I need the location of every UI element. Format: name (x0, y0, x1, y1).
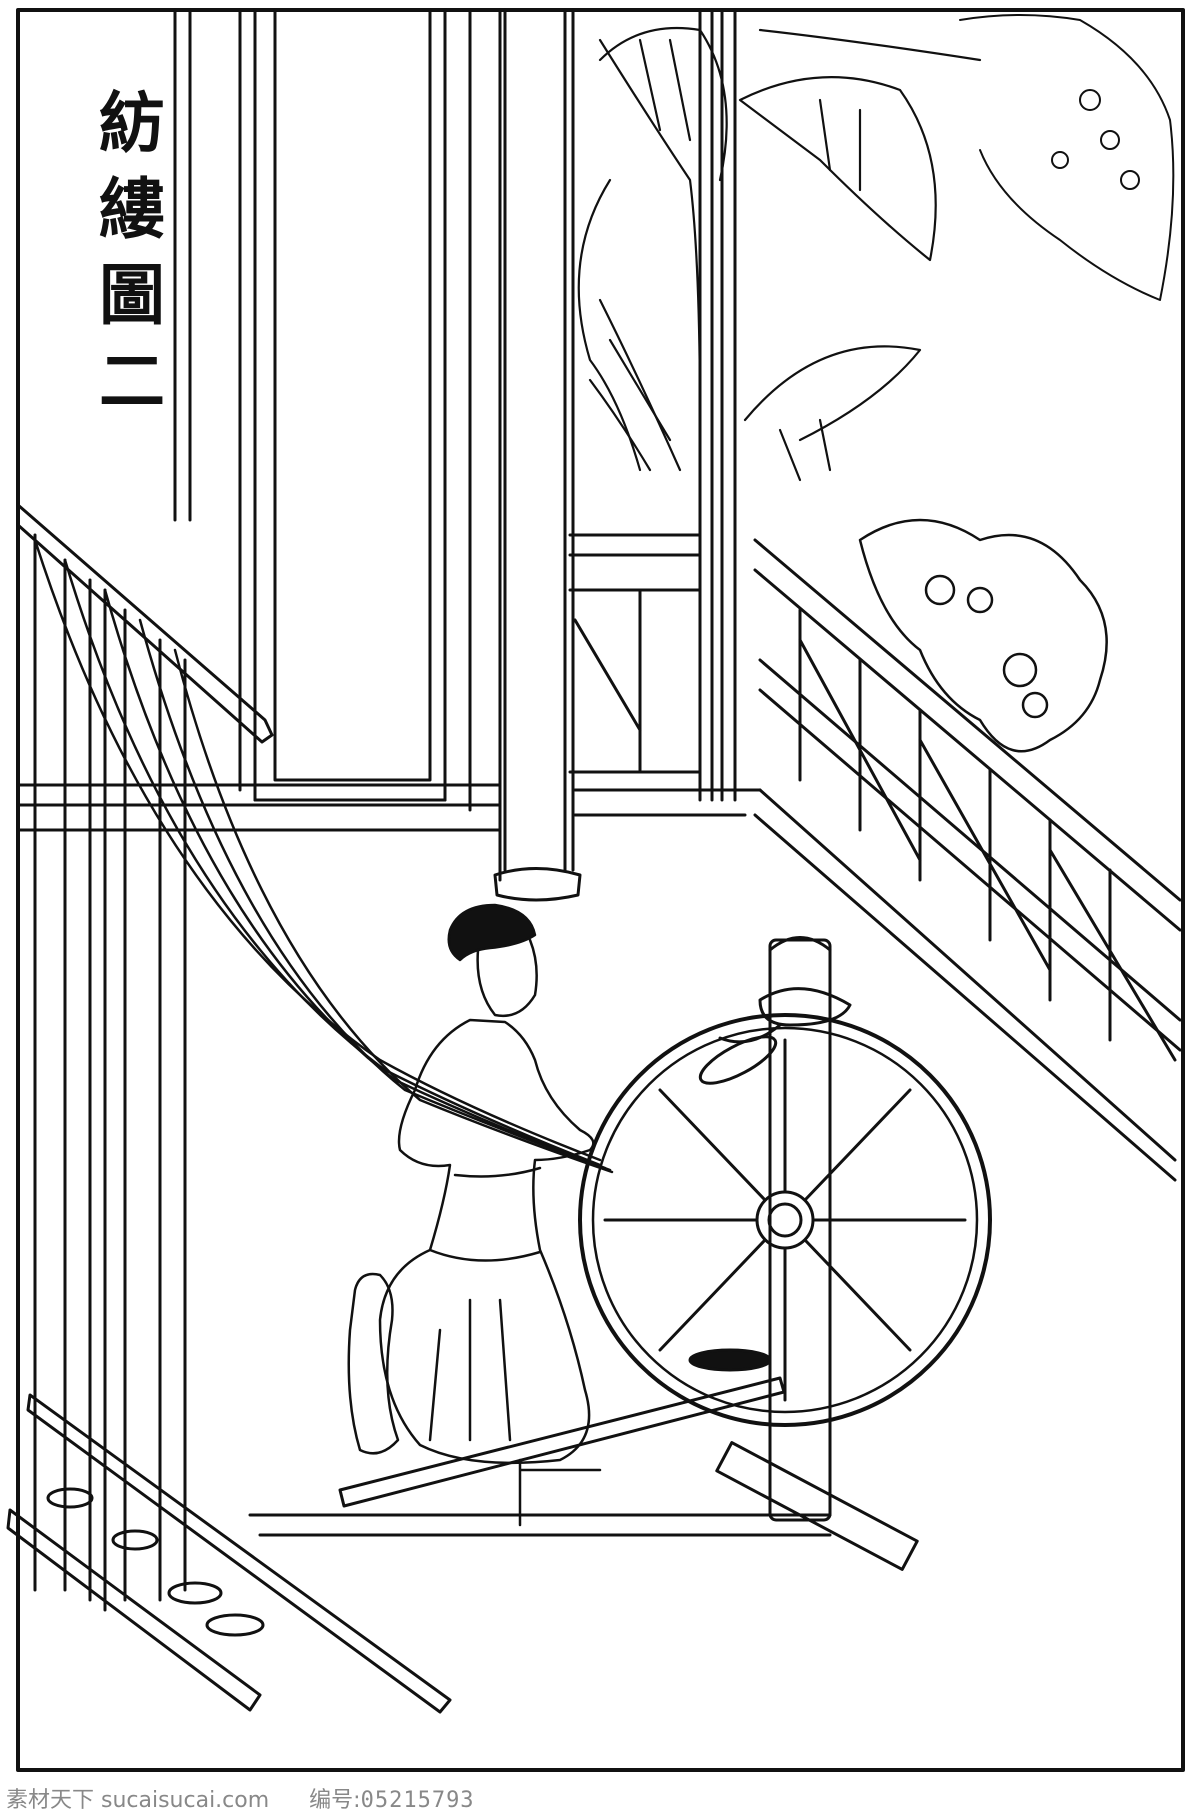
title-char: 縷 (99, 170, 165, 248)
skein-frame (6, 1393, 452, 1714)
title-char: 紡 (99, 84, 165, 162)
seated-woman (347, 903, 602, 1527)
title-inscription: 紡 縷 圖 二 (92, 80, 172, 424)
banana-plants (577, 26, 982, 482)
yarn-strands (33, 538, 614, 1174)
tree-foliage (959, 14, 1175, 301)
left-railing (16, 503, 274, 1612)
wheel-rim (578, 1013, 992, 1427)
robe (378, 1018, 595, 1465)
wheel-spokes (603, 1038, 967, 1402)
watermark-code-number: 05215793 (360, 1788, 475, 1813)
floor-lines (16, 783, 1177, 1537)
garden-rock (858, 518, 1108, 753)
title-char: 圖 (99, 256, 165, 334)
watermark-code: 编号:05215793 (309, 1782, 474, 1814)
watermark-bar: 素材天下 sucaisucai.com 编号:05215793 (0, 1778, 1200, 1818)
hair (447, 903, 537, 962)
spinning-wheel (338, 936, 992, 1571)
watermark-site: 素材天下 sucaisucai.com (6, 1788, 270, 1813)
balcony-railing (568, 8, 1182, 1062)
stool-legs (518, 1458, 602, 1527)
frame-border (16, 8, 1185, 1772)
wall-panels (173, 8, 502, 882)
wheel-base (715, 1441, 919, 1571)
column (493, 8, 582, 902)
wheel-post (768, 938, 832, 1522)
treadle (338, 1376, 786, 1508)
face (476, 938, 538, 1018)
title-char: 二 (99, 342, 165, 420)
watermark-code-label: 编号: (309, 1788, 361, 1813)
cushion (347, 1272, 400, 1455)
